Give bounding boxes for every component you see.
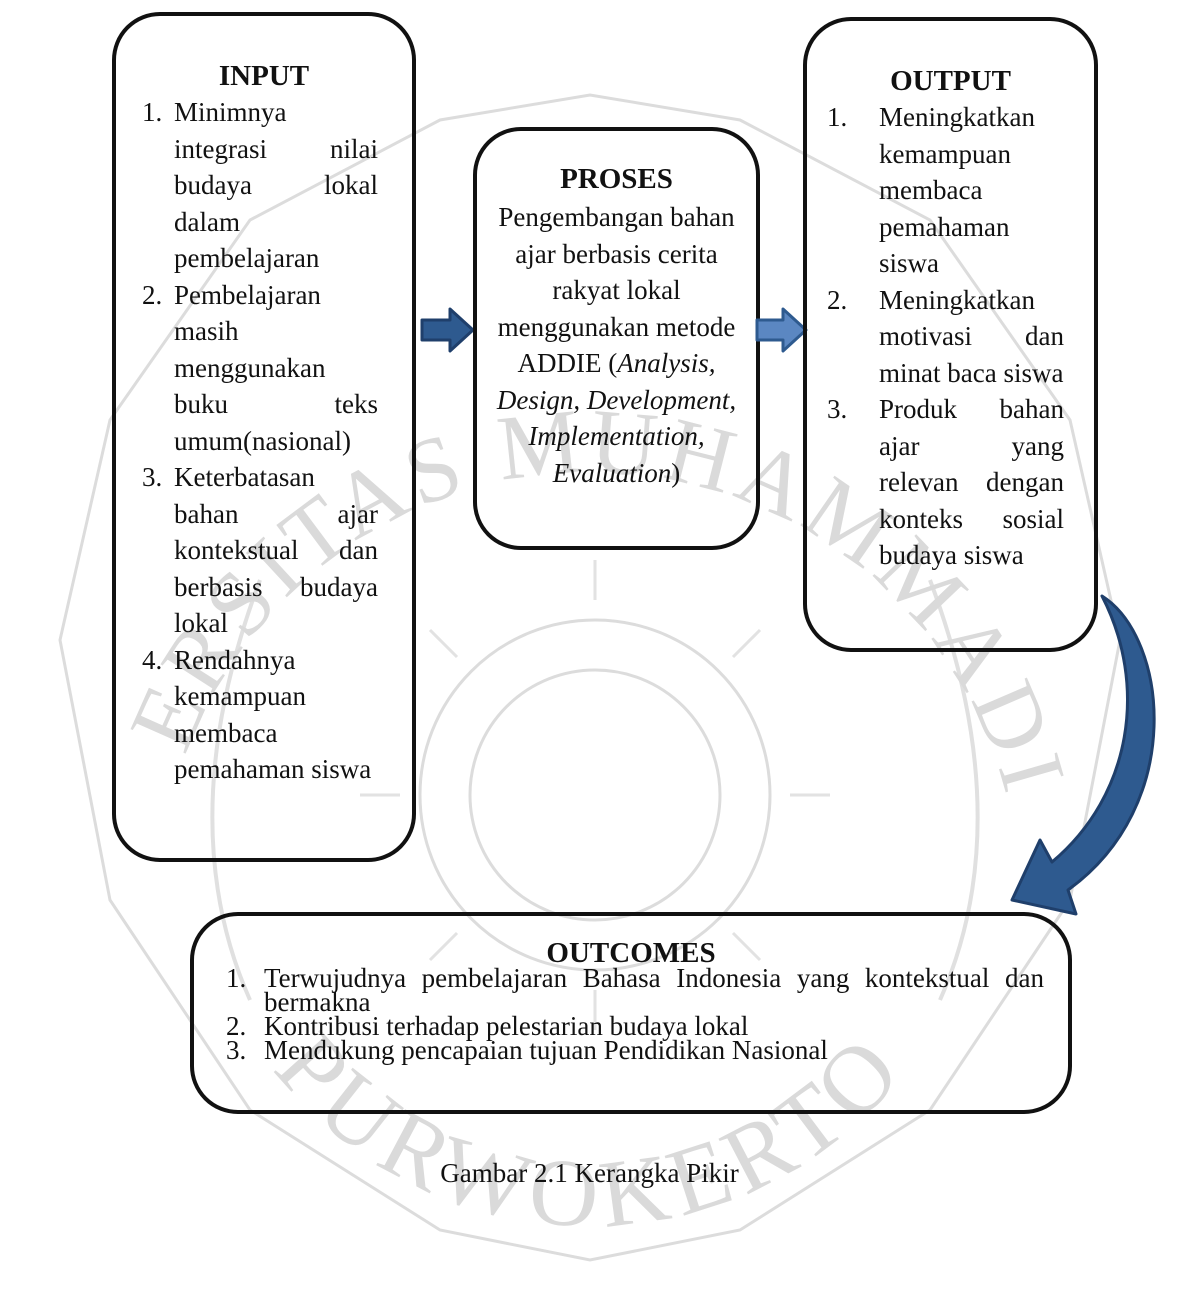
item-text: Meningkatkan kemampuan membaca pemahaman… (879, 102, 1035, 278)
outcomes-title: OUTCOMES (546, 937, 716, 969)
proses-box: PROSES Pengembangan bahan ajar berbasis … (473, 127, 760, 550)
figure-caption: Gambar 2.1 Kerangka Pikir (440, 1158, 739, 1188)
item-text: Mendukung pencapaian tujuan Pendidikan N… (264, 1035, 828, 1065)
input-item: 4. Rendahnya kemampuan membaca pemahaman … (142, 642, 378, 788)
input-box: INPUT 1. Minimnya integrasi nilai budaya … (112, 12, 416, 862)
arrow-proses-to-output (755, 307, 808, 353)
proses-title: PROSES (560, 163, 673, 195)
addie-phases: Analysis, Design, Development, Implement… (496, 348, 737, 488)
input-item: 1. Minimnya integrasi nilai budaya lokal … (142, 94, 378, 277)
item-number: 2. (226, 1011, 247, 1041)
item-text: Keterbatasan bahan ajar kontekstual dan … (174, 462, 378, 638)
item-number: 1. (226, 963, 247, 993)
proses-body: Pengembangan bahan ajar berbasis cerita … (487, 199, 746, 491)
item-number: 3. (142, 462, 163, 492)
output-item: 3. Produk bahan ajar yang relevan dengan … (827, 391, 1064, 574)
outcomes-item: 1. Terwujudnya pembelajaran Bahasa Indone… (226, 963, 1044, 1017)
outcomes-list: 1. Terwujudnya pembelajaran Bahasa Indone… (226, 963, 1044, 1065)
item-text: Terwujudnya pembelajaran Bahasa Indonesi… (264, 963, 1044, 1017)
item-text: Kontribusi terhadap pelestarian budaya l… (264, 1011, 749, 1041)
item-text: Produk bahan ajar yang relevan dengan ko… (879, 394, 1064, 570)
paren-close: ) (671, 457, 681, 488)
item-number: 2. (827, 284, 848, 315)
item-number: 4. (142, 644, 163, 675)
item-text: Rendahnya kemampuan membaca pemahaman si… (174, 644, 372, 785)
item-text: Meningkatkan motivasi dan minat baca sis… (879, 284, 1064, 388)
input-item: 3. Keterbatasan bahan ajar kontekstual da… (142, 459, 378, 642)
output-list: 1. Meningkatkan kemampuan membaca pemaham… (827, 99, 1064, 574)
item-text: Minimnya integrasi nilai budaya lokal da… (174, 97, 378, 273)
item-number: 3. (827, 394, 848, 424)
output-box: OUTPUT 1. Meningkatkan kemampuan membaca … (803, 17, 1098, 652)
item-text: Pembelajaran masih menggunakan buku teks… (174, 279, 378, 456)
item-number: 1. (827, 102, 848, 132)
item-number: 2. (142, 279, 163, 310)
output-item: 2. Meningkatkan motivasi dan minat baca s… (827, 282, 1064, 392)
output-item: 1. Meningkatkan kemampuan membaca pemaham… (827, 99, 1064, 282)
item-number: 3. (226, 1035, 247, 1065)
arrow-input-to-proses (420, 307, 475, 353)
input-title: INPUT (218, 60, 310, 92)
input-list: 1. Minimnya integrasi nilai budaya lokal … (142, 94, 378, 788)
outcomes-box: OUTCOMES 1. Terwujudnya pembelajaran Baha… (190, 912, 1072, 1114)
output-title: OUTPUT (890, 65, 1011, 97)
curved-arrow-output-to-outcomes (1010, 594, 1156, 916)
paren-open: ( (608, 348, 618, 378)
input-item: 2. Pembelajaran masih menggunakan buku te… (142, 277, 378, 460)
outcomes-item: 2. Kontribusi terhadap pelestarian budaya… (226, 1011, 1044, 1041)
outcomes-item: 3. Mendukung pencapaian tujuan Pendidikan… (226, 1035, 1044, 1065)
item-number: 1. (142, 97, 163, 127)
proses-description: Pengembangan bahan ajar berbasis cerita … (497, 202, 736, 378)
